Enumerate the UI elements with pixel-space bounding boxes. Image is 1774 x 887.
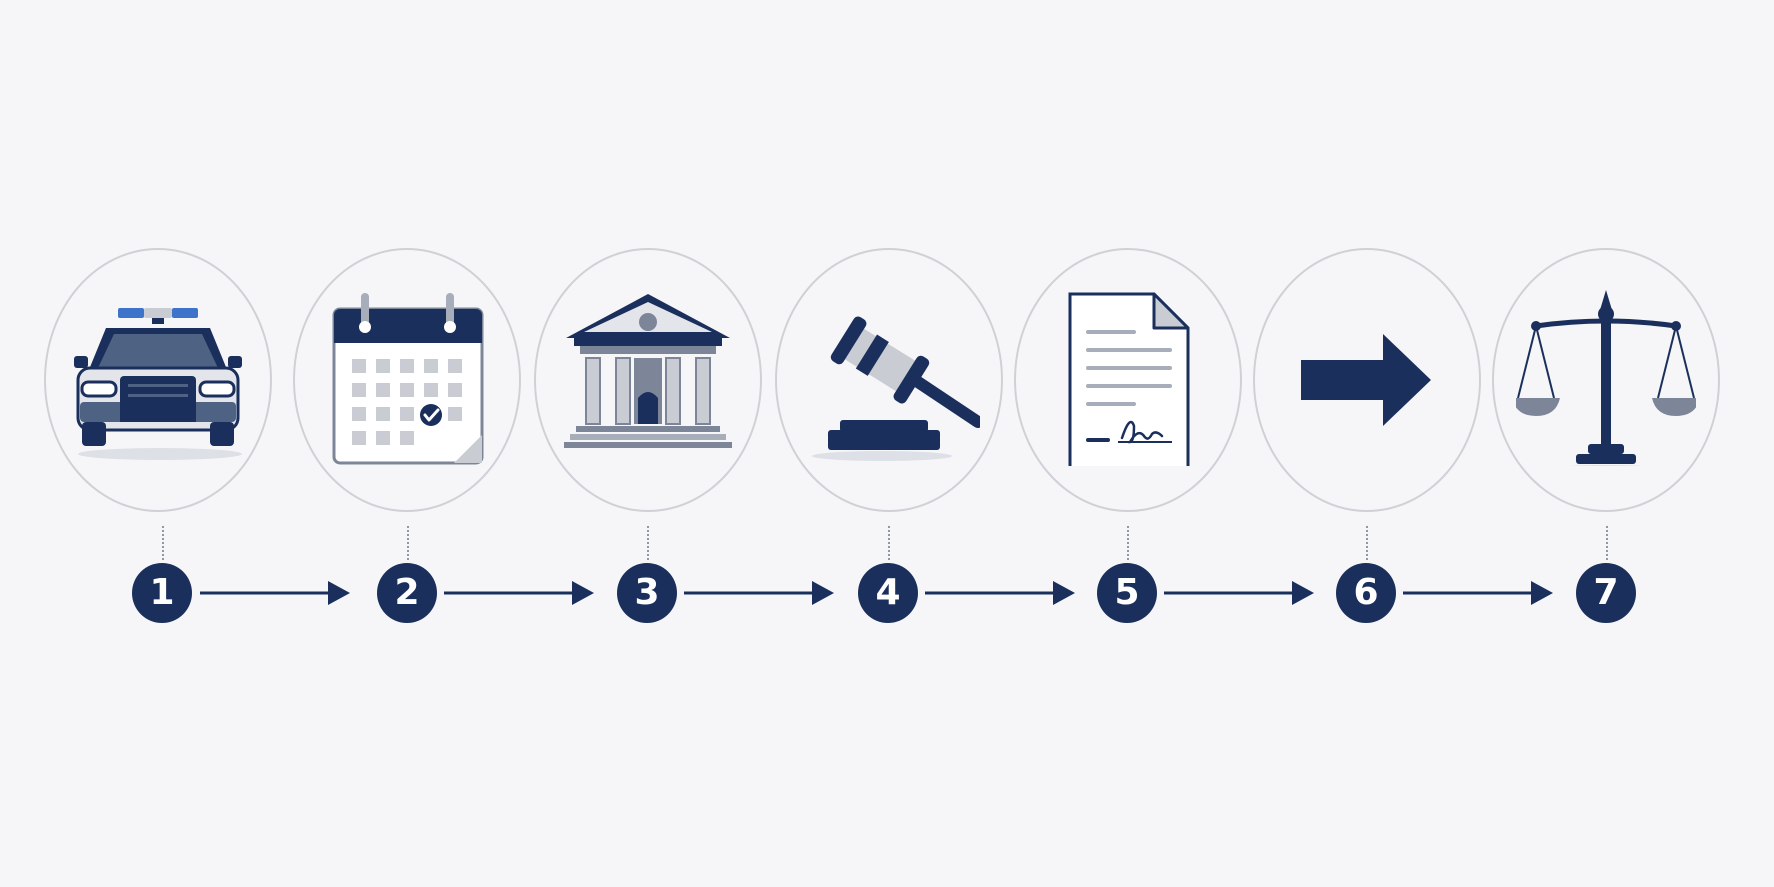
scales-of-justice-icon — [1516, 290, 1696, 466]
step-2-connector-dots — [407, 526, 411, 560]
step-1-badge: 1 — [132, 563, 192, 623]
step-2-badge: 2 — [377, 563, 437, 623]
step-4-badge: 4 — [858, 563, 918, 623]
flow-arrow-5-6 — [1164, 581, 1314, 605]
gavel-icon — [812, 316, 980, 461]
step-7-connector-dots — [1606, 526, 1610, 560]
step-5-connector-dots — [1127, 526, 1131, 560]
step-5-badge: 5 — [1097, 563, 1157, 623]
step-7-badge: 7 — [1576, 563, 1636, 623]
courthouse-icon — [564, 294, 732, 448]
police-car-icon — [74, 308, 242, 460]
flow-arrow-3-4 — [684, 581, 834, 605]
calendar-icon — [332, 293, 484, 465]
flow-arrow-1-2 — [200, 581, 350, 605]
step-3-connector-dots — [647, 526, 651, 560]
step-6-badge: 6 — [1336, 563, 1396, 623]
step-4-connector-dots — [888, 526, 892, 560]
flow-arrow-4-5 — [925, 581, 1075, 605]
signed-document-icon — [1068, 292, 1190, 466]
step-3-badge: 3 — [617, 563, 677, 623]
step-1-connector-dots — [162, 526, 166, 560]
flow-arrow-6-7 — [1403, 581, 1553, 605]
step-6-connector-dots — [1366, 526, 1370, 560]
right-arrow-icon — [1301, 334, 1431, 426]
flow-arrow-2-3 — [444, 581, 594, 605]
